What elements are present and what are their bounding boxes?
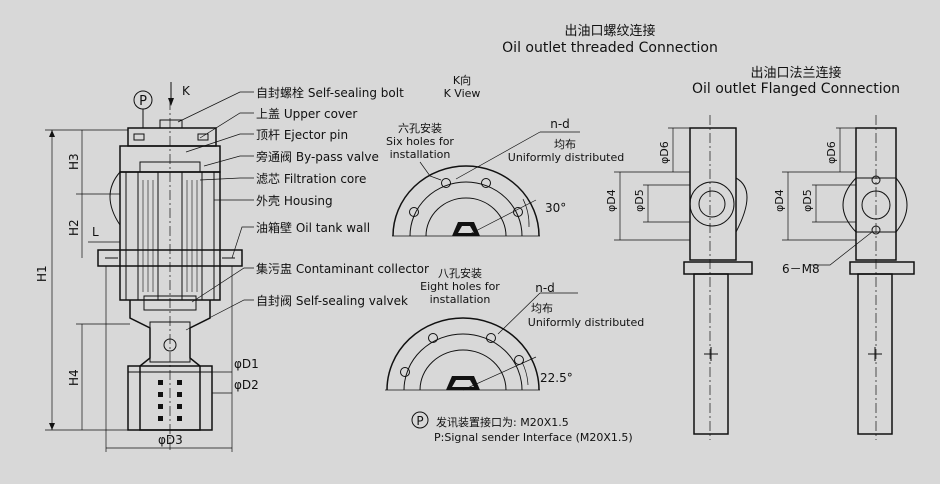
dim-d6-flanged: φD6	[825, 141, 838, 164]
signal-cn: 发讯装置接口为: M20X1.5	[436, 415, 569, 429]
filter-section-view: P K	[35, 82, 259, 452]
dim-m8: 6－M8	[782, 262, 820, 276]
threaded-flange	[683, 261, 753, 275]
dim-h4: H4	[67, 369, 81, 386]
eight-uni-en: Uniformly distributed	[528, 316, 644, 329]
flanged-body-upper	[855, 127, 897, 261]
kview-en: K View	[444, 87, 481, 100]
signal-p: P	[416, 414, 423, 428]
port-p-label: P	[139, 94, 147, 109]
dim-d2: φD2	[234, 378, 259, 392]
callout-3: 顶杆 Ejector pin	[256, 128, 348, 142]
flanged-title-cn: 出油口法兰连接	[750, 65, 841, 81]
six-holes-view: 30° 六孔安装 Six holes for installation n-d …	[386, 117, 624, 237]
callout-7: 油箱壁 Oil tank wall	[256, 220, 370, 235]
oil-tank-wall	[97, 249, 243, 267]
dim-h2: H2	[67, 219, 81, 236]
six-en1: Six holes for	[386, 135, 454, 148]
threaded-title-en: Oil outlet threaded Connection	[502, 40, 718, 56]
upper-cover	[127, 127, 217, 147]
eight-nd: n-d	[535, 281, 555, 295]
eight-uni-cn: 均布	[531, 302, 553, 315]
flanged-outlet-view: φD4 φD5 φD6 6－M8	[773, 115, 915, 440]
flanged-body-lower	[857, 273, 893, 435]
threaded-body-lower	[693, 273, 729, 435]
dim-d4-threaded: φD4	[605, 189, 618, 212]
eight-holes-view: 22.5° 八孔安装 Eight holes for installation …	[385, 266, 644, 391]
dim-d3: φD3	[158, 433, 183, 447]
six-uni-en: Uniformly distributed	[508, 151, 624, 164]
threaded-body-upper	[689, 127, 737, 261]
eight-en2: installation	[430, 293, 491, 306]
callout-4: 旁通阀 By-pass valve	[256, 149, 379, 164]
eight-cn: 八孔安装	[438, 266, 482, 280]
six-en2: installation	[390, 148, 451, 161]
eight-en1: Eight holes for	[420, 280, 500, 293]
callout-list: 自封螺栓 Self-sealing bolt 上盖 Upper cover 顶杆…	[256, 85, 429, 308]
signal-en: P:Signal sender Interface (M20X1.5)	[434, 431, 633, 444]
dim-d5-flanged: φD5	[801, 189, 814, 212]
callout-5: 滤芯 Filtration core	[256, 172, 366, 186]
self-sealing-valve	[149, 321, 191, 363]
dim-h3: H3	[67, 153, 81, 170]
callout-8: 集污盅 Contaminant collector	[256, 261, 429, 276]
dim-h1: H1	[35, 265, 49, 282]
signal-p-circle	[411, 411, 429, 429]
dim-l: L	[92, 225, 99, 239]
dim-d1: φD1	[234, 357, 259, 371]
callout-1: 自封螺栓 Self-sealing bolt	[256, 85, 404, 100]
dim-d5-threaded: φD5	[633, 189, 646, 212]
six-uni-cn: 均布	[554, 138, 576, 151]
six-cn: 六孔安装	[398, 121, 442, 135]
threaded-title-cn: 出油口螺纹连接	[564, 23, 655, 39]
flanged-flange	[849, 261, 915, 275]
callout-9: 自封阀 Self-sealing valvek	[256, 294, 408, 308]
dim-d4-flanged: φD4	[773, 189, 786, 212]
oil-outlet	[127, 365, 213, 431]
threaded-outlet-view: φD4 φD5 φD6	[605, 115, 753, 440]
eight-angle: 22.5°	[540, 371, 573, 385]
six-angle: 30°	[545, 201, 566, 215]
contaminant-collector	[143, 295, 197, 311]
six-nd: n-d	[550, 117, 570, 131]
callout-2: 上盖 Upper cover	[256, 107, 357, 121]
kview-cn: K向	[453, 73, 471, 87]
k-label: K	[182, 84, 191, 98]
flanged-title-en: Oil outlet Flanged Connection	[692, 81, 900, 97]
dim-d6-threaded: φD6	[658, 141, 671, 164]
callout-6: 外壳 Housing	[256, 194, 333, 208]
